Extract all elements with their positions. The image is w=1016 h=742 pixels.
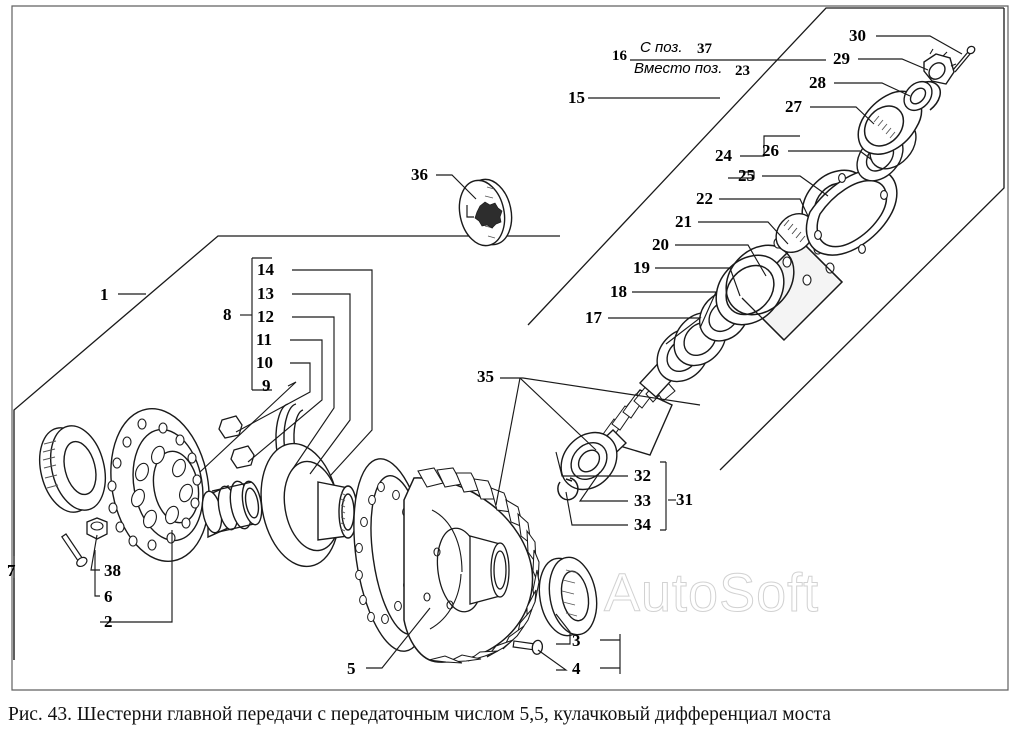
part-splined-ring-22 <box>775 212 815 254</box>
callout-15: 15 <box>568 88 585 107</box>
callout-5: 5 <box>347 659 356 678</box>
callout-19: 19 <box>633 258 650 277</box>
part-bolt-6 <box>61 533 88 568</box>
part-pinion-bearing-32 <box>560 431 618 491</box>
part-cotter-pin-30 <box>952 45 976 73</box>
part-differential-case-left <box>107 408 210 562</box>
callout-30: 30 <box>849 26 866 45</box>
part-cam-clutch-assembly <box>201 480 263 539</box>
part-differential-case-right <box>260 442 358 568</box>
note-index-16: 16 <box>612 48 627 64</box>
callout-18: 18 <box>610 282 627 301</box>
part-ring-gear <box>353 458 540 664</box>
callout-9: 9 <box>262 376 271 395</box>
callout-29: 29 <box>833 49 850 68</box>
callout-31: 31 <box>676 490 693 509</box>
callout-10: 10 <box>256 353 273 372</box>
callout-4: 4 <box>572 659 581 678</box>
callout-27: 27 <box>785 97 802 116</box>
callout-35: 35 <box>477 367 494 386</box>
part-bearing-left <box>39 425 106 513</box>
callout-14: 14 <box>257 260 274 279</box>
right-region-boundary <box>527 7 1005 471</box>
callout-21: 21 <box>675 212 692 231</box>
part-snap-ring-34 <box>557 477 579 501</box>
callout-3: 3 <box>572 631 581 650</box>
callout-25: 25 <box>738 166 755 185</box>
callout-1: 1 <box>100 285 109 304</box>
part-nut-38 <box>86 517 108 540</box>
callout-8: 8 <box>223 305 232 324</box>
note-line-1: С поз. <box>640 39 683 56</box>
callout-7: 7 <box>7 561 16 580</box>
callout-32: 32 <box>634 466 651 485</box>
part-bearing-3 <box>538 556 598 637</box>
callout-26: 26 <box>762 141 779 160</box>
callout-12: 12 <box>257 307 274 326</box>
callout-6: 6 <box>104 587 113 606</box>
callout-11: 11 <box>256 330 273 349</box>
part-washer-28 <box>903 80 933 112</box>
callout-2: 2 <box>104 612 113 631</box>
callout-34: 34 <box>634 515 651 534</box>
leader-lines <box>13 35 963 674</box>
note-line-2: Вместо поз. <box>634 60 723 77</box>
callout-33: 33 <box>634 491 651 510</box>
part-bolt-4 <box>511 636 544 656</box>
callout-17: 17 <box>585 308 602 327</box>
outer-frame <box>11 5 1009 691</box>
callout-24: 24 <box>715 146 732 165</box>
callout-13: 13 <box>257 284 274 303</box>
note-line-1-number: 37 <box>697 41 712 57</box>
callout-38: 38 <box>104 561 121 580</box>
part-bearing-17 <box>656 311 727 383</box>
part-disc-36 <box>458 178 513 247</box>
callout-22: 22 <box>696 189 713 208</box>
part-cam-pins <box>218 415 255 469</box>
note-line-2-number: 23 <box>735 63 750 79</box>
watermark-autosoft: AutoSoft <box>603 563 820 624</box>
callout-20: 20 <box>652 235 669 254</box>
figure-caption: Рис. 43. Шестерни главной передачи с пер… <box>8 704 831 725</box>
part-seal-carrier <box>805 168 898 256</box>
callout-28: 28 <box>809 73 826 92</box>
part-castle-nut-29 <box>923 48 957 85</box>
callout-36: 36 <box>411 165 428 184</box>
